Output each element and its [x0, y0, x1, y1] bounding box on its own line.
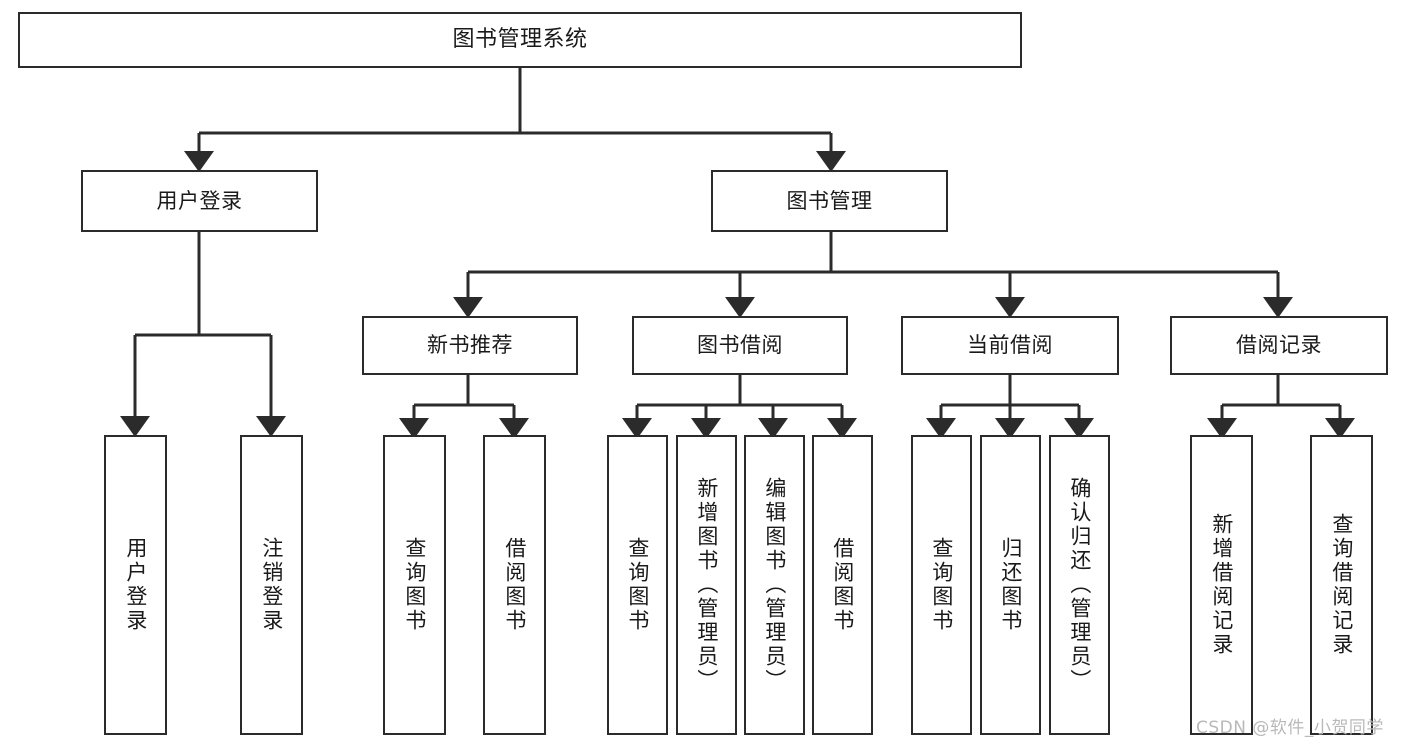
- leaf-records-add-record[interactable]: 新增借阅记录: [1190, 435, 1253, 735]
- node-user-login-label: 用户登录: [156, 188, 243, 213]
- leaf-current-query-book[interactable]: 查询图书: [911, 435, 972, 735]
- leaf-borrow-add-book-admin[interactable]: 新增图书（管理员）: [676, 435, 737, 735]
- leaf-label: 借阅图书: [502, 537, 527, 633]
- leaf-label: 用户登录: [123, 537, 148, 633]
- leaf-current-return-book[interactable]: 归还图书: [980, 435, 1041, 735]
- node-book-borrow[interactable]: 图书借阅: [632, 316, 848, 375]
- leaf-label: 确认归还（管理员）: [1067, 477, 1092, 693]
- leaf-current-confirm-return-admin[interactable]: 确认归还（管理员）: [1049, 435, 1110, 735]
- leaf-label: 查询借阅记录: [1329, 513, 1354, 657]
- leaf-label: 新增借阅记录: [1209, 513, 1234, 657]
- leaf-label: 借阅图书: [830, 537, 855, 633]
- leaf-label: 查询图书: [625, 537, 650, 633]
- node-book-management[interactable]: 图书管理: [711, 170, 948, 232]
- leaf-label: 查询图书: [402, 537, 427, 633]
- leaf-borrow-edit-book-admin[interactable]: 编辑图书（管理员）: [744, 435, 805, 735]
- leaf-label: 查询图书: [929, 537, 954, 633]
- node-borrow-records-label: 借阅记录: [1236, 333, 1322, 358]
- leaf-borrow-query-book[interactable]: 查询图书: [607, 435, 668, 735]
- node-current-borrow-label: 当前借阅: [967, 333, 1053, 358]
- node-borrow-records[interactable]: 借阅记录: [1170, 316, 1388, 375]
- leaf-borrow-borrow-book[interactable]: 借阅图书: [812, 435, 873, 735]
- node-current-borrow[interactable]: 当前借阅: [901, 316, 1119, 375]
- leaf-label: 归还图书: [998, 537, 1023, 633]
- node-new-book-recommend[interactable]: 新书推荐: [362, 316, 578, 375]
- leaf-user-login-logout[interactable]: 注销登录: [240, 435, 303, 735]
- leaf-new-book-query[interactable]: 查询图书: [383, 435, 446, 735]
- leaf-new-book-borrow[interactable]: 借阅图书: [483, 435, 546, 735]
- leaf-label: 新增图书（管理员）: [694, 477, 719, 693]
- leaf-user-login-login[interactable]: 用户登录: [104, 435, 167, 735]
- node-book-borrow-label: 图书借阅: [697, 333, 783, 358]
- node-book-management-label: 图书管理: [786, 188, 873, 213]
- leaf-label: 编辑图书（管理员）: [762, 477, 787, 693]
- node-root-label: 图书管理系统: [452, 27, 588, 53]
- leaf-label: 注销登录: [259, 537, 284, 633]
- node-new-book-recommend-label: 新书推荐: [427, 333, 513, 358]
- node-user-login[interactable]: 用户登录: [81, 170, 318, 232]
- leaf-records-query-record[interactable]: 查询借阅记录: [1310, 435, 1373, 735]
- node-root[interactable]: 图书管理系统: [18, 12, 1022, 68]
